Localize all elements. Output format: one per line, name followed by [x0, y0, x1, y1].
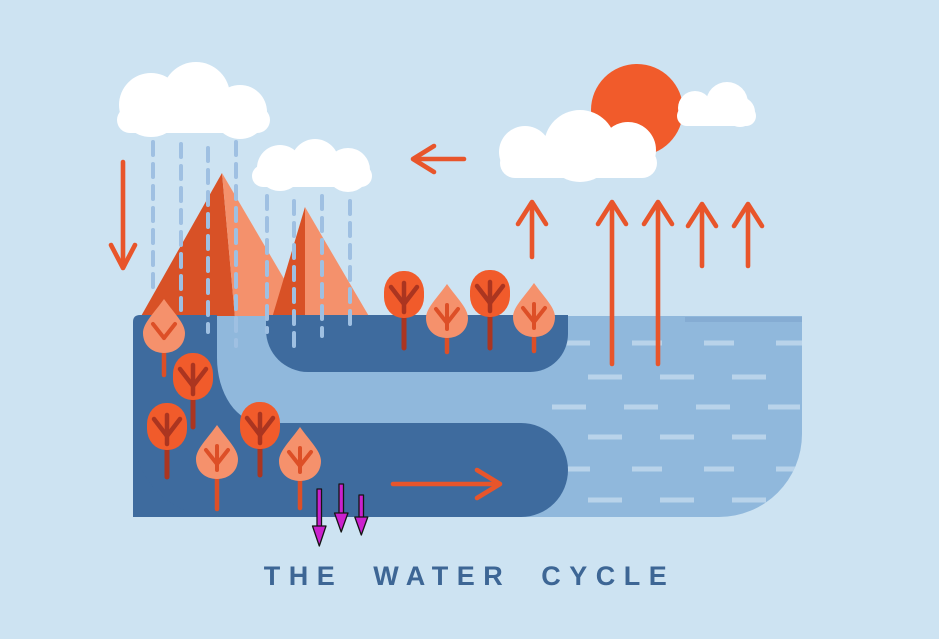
tree-salmon: [426, 284, 468, 355]
cloud-icon-small-right: [677, 82, 756, 127]
infiltration-arrows-icon: [311, 483, 369, 547]
runoff-arrow-icon: [390, 467, 503, 501]
evaporation-arrows-icon: [515, 199, 765, 367]
trees: [143, 270, 555, 512]
tree-orange: [173, 353, 213, 430]
rain-cloud-icon-1: [117, 62, 270, 139]
rain-streaks: [151, 140, 352, 349]
precipitation-arrow-icon: [108, 159, 138, 271]
shoreline: [685, 317, 802, 322]
tree-salmon: [196, 425, 238, 512]
tree-salmon: [143, 299, 185, 378]
tree-orange: [384, 271, 424, 351]
tree-salmon: [279, 427, 321, 511]
water-ripples: [552, 340, 802, 503]
cloud-icon-large-right: [499, 110, 657, 182]
tree-salmon: [513, 283, 555, 354]
tree-orange: [147, 403, 187, 480]
mountains: [140, 173, 370, 318]
rain-cloud-icon-2: [252, 139, 372, 192]
wind-arrow-icon: [410, 143, 467, 175]
page-title: THE WATER CYCLE: [263, 561, 676, 591]
tree-orange: [240, 402, 280, 478]
tree-orange: [470, 270, 510, 351]
